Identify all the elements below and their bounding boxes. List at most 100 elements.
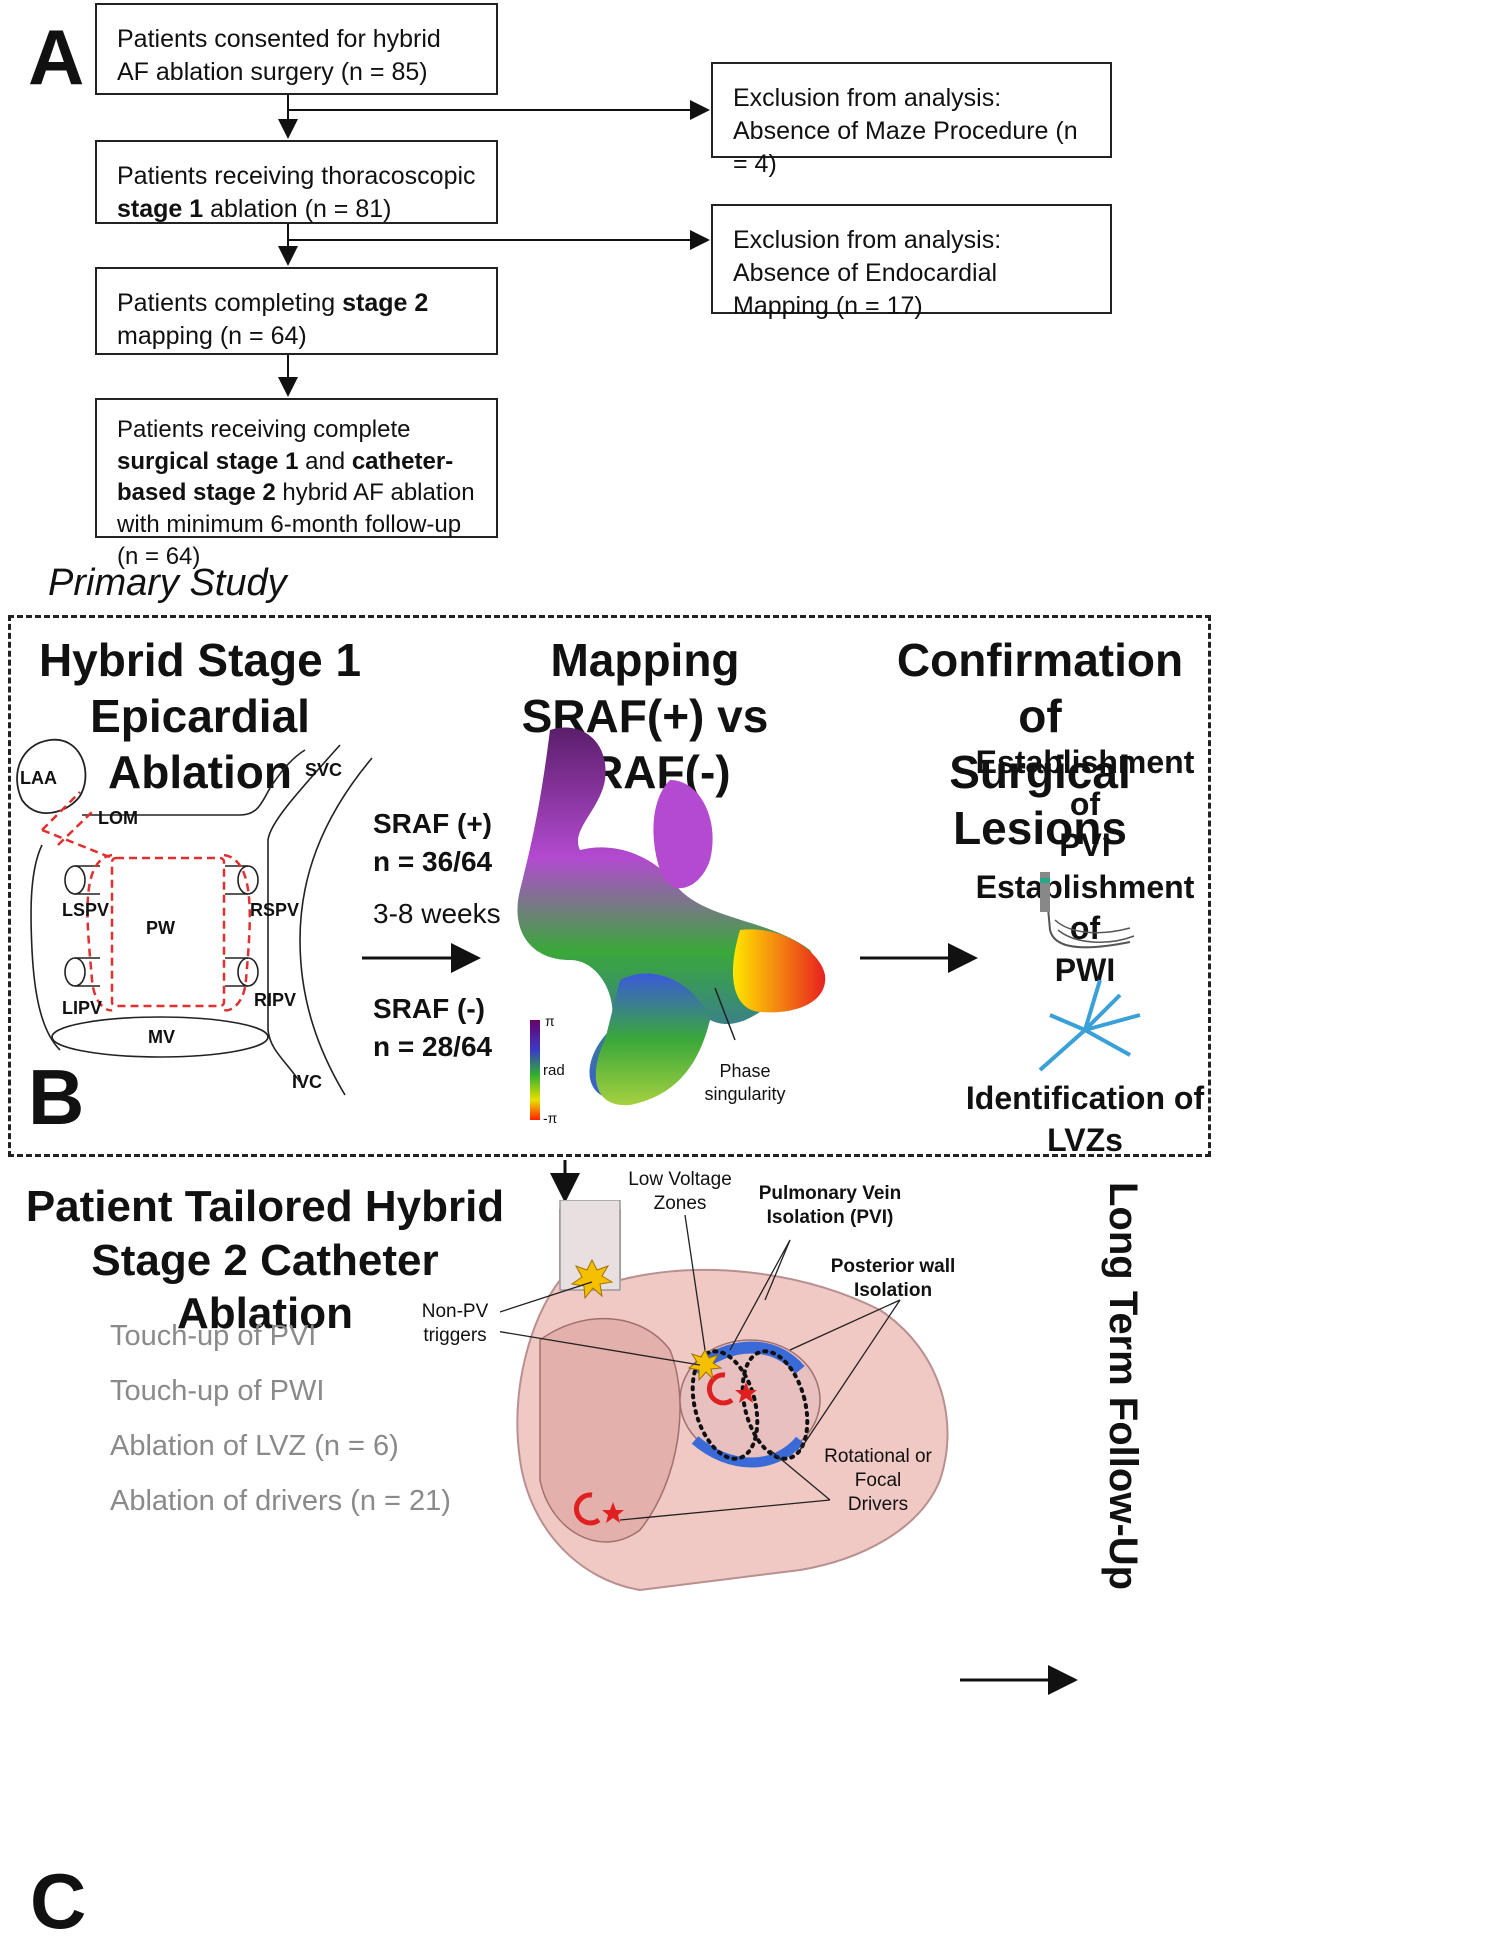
flow-box-stage1: Patients receiving thoracoscopic stage 1… xyxy=(95,140,498,224)
confirm-pvi-line1: Establishment of xyxy=(975,744,1195,822)
flow-box-3-text-3: catheter-based stage 2 xyxy=(117,447,454,507)
phase-singularity-label: Phase singularity xyxy=(690,1060,800,1105)
heading-stage1-line2: Epicardial Ablation xyxy=(90,690,310,799)
anatomy-rspv: RSPV xyxy=(250,900,300,920)
stage2-item-ablation-lvz: Ablation of LVZ (n = 6) xyxy=(110,1430,399,1462)
flow-box-3-text-2: and xyxy=(298,447,352,475)
exclusion-mapping-line1: Exclusion from analysis: xyxy=(733,226,1002,254)
identification-lvz-line2: LVZs xyxy=(1047,1121,1123,1158)
sraf-positive: SRAF (+) n = 36/64 xyxy=(373,805,492,881)
annotation-low-voltage-zones: Low Voltage Zones xyxy=(610,1168,750,1216)
anatomy-mv: MV xyxy=(148,1027,175,1047)
confirm-pwi-line2: PWI xyxy=(1054,951,1116,988)
atrium-outline xyxy=(30,844,61,1051)
exclusion-mapping-line2: Absence of Endocardial Mapping (n = 17) xyxy=(733,259,998,320)
primary-study-label: Primary Study xyxy=(48,562,287,604)
heading-confirmation-line1: Confirmation of xyxy=(896,634,1184,743)
panel-c-letter: C xyxy=(30,1857,87,1945)
annotation-non-pv-triggers: Non-PV triggers xyxy=(405,1300,505,1348)
heading-stage2-line2: Stage 2 Catheter Ablation xyxy=(91,1235,439,1339)
flow-box-complete-hybrid: Patients receiving complete surgical sta… xyxy=(95,398,498,570)
anatomy-ivc: IVC xyxy=(292,1072,323,1092)
anatomy-lom: LOM xyxy=(98,808,138,828)
heading-stage1: Hybrid Stage 1 Epicardial Ablation xyxy=(10,632,390,800)
flow-box-stage2-mapping: Patients completing stage 2 mapping (n =… xyxy=(95,267,498,355)
annotation-pvi: Pulmonary Vein Isolation (PVI) xyxy=(740,1182,920,1230)
identification-lvz-line1: Identification of xyxy=(965,1080,1205,1116)
flow-box-consented: Patients consented for hybrid AF ablatio… xyxy=(95,3,498,95)
rotational-driver-icon xyxy=(573,1372,734,1526)
heading-stage2-line1: Patient Tailored Hybrid xyxy=(25,1182,505,1231)
colorbar-mid-label: rad xyxy=(543,1062,565,1079)
anatomy-pw: PW xyxy=(146,918,175,938)
anatomy-svc: SVC xyxy=(305,760,343,780)
exclusion-maze-line1: Exclusion from analysis: xyxy=(733,84,1002,112)
phase-singularity-line2: singularity xyxy=(704,1083,786,1104)
annotation-pvi-line1: Pulmonary Vein xyxy=(758,1183,902,1204)
annotation-lvz-line1: Low Voltage xyxy=(628,1169,732,1190)
panel-b-arrows xyxy=(362,943,978,973)
flow-box-0-text-0: Patients consented for hybrid AF ablatio… xyxy=(117,25,441,86)
interval-label: 3-8 weeks xyxy=(373,898,501,929)
sraf-positive-count: n = 36/64 xyxy=(373,845,493,877)
heading-confirmation-line2: Surgical Lesions xyxy=(949,746,1131,855)
flow-box-3-text-4: hybrid AF ablation with minimum 6-month … xyxy=(117,479,475,570)
panel-a-connectors xyxy=(278,95,710,397)
identification-lvz: Identification of LVZs xyxy=(960,1078,1210,1161)
annotation-rot-line3: Drivers xyxy=(847,1493,909,1515)
phase-map-image xyxy=(517,727,826,1120)
pw-box-lesion xyxy=(110,856,226,1008)
catheter-icon xyxy=(1040,872,1135,949)
annotation-nonpv-line1: Non-PV xyxy=(421,1301,489,1322)
annotation-rotational-drivers: Rotational or Focal Drivers xyxy=(808,1445,948,1516)
exclusion-box-maze: Exclusion from analysis: Absence of Maze… xyxy=(711,62,1112,178)
sraf-negative-label: SRAF (-) xyxy=(373,993,485,1024)
panel-b-letter: B xyxy=(28,1053,85,1141)
sraf-negative-count: n = 28/64 xyxy=(373,1030,493,1062)
laa-shape xyxy=(16,738,87,814)
flow-box-2-text-1: stage 2 xyxy=(342,289,429,317)
annotation-pvi-line2: Isolation (PVI) xyxy=(766,1206,894,1228)
annotation-nonpv-line2: triggers xyxy=(423,1324,487,1346)
annotation-pw-line1: Posterior wall xyxy=(830,1256,956,1277)
flow-box-1-text-0: Patients receiving thoracoscopic xyxy=(117,162,476,190)
anatomy-ripv: RIPV xyxy=(254,990,297,1010)
lom-lesion-2 xyxy=(57,809,95,846)
annotation-rot-line1: Rotational or xyxy=(824,1446,932,1467)
flow-box-2-text-0: Patients completing xyxy=(117,289,343,317)
anatomy-lspv: LSPV xyxy=(62,900,110,920)
flow-box-3-text-0: Patients receiving complete xyxy=(117,416,411,443)
heart-illustration xyxy=(500,1200,949,1592)
flow-box-1-text-2: ablation (n = 81) xyxy=(203,195,392,223)
anatomy-laa: LAA xyxy=(20,768,57,788)
heading-stage1-line1: Hybrid Stage 1 xyxy=(38,634,362,686)
stage2-item-ablation-drivers: Ablation of drivers (n = 21) xyxy=(110,1485,451,1517)
sraf-negative: SRAF (-) n = 28/64 xyxy=(373,990,492,1066)
confirm-pwi-line1: Establishment of xyxy=(975,868,1195,947)
stage2-item-touchup-pwi: Touch-up of PWI xyxy=(110,1375,325,1407)
multipolar-catheter-icon xyxy=(1038,979,1141,1072)
flow-box-3-text-1: surgical stage 1 xyxy=(117,447,299,475)
annotation-rot-line2: Focal xyxy=(854,1469,902,1491)
colorbar-top-label: π xyxy=(545,1013,555,1029)
heading-confirmation: Confirmation of Surgical Lesions xyxy=(870,632,1210,856)
phase-singularity-line1: Phase xyxy=(719,1061,771,1081)
mv-shape xyxy=(51,1016,269,1058)
stage2-item-touchup-pvi: Touch-up of PVI xyxy=(110,1320,317,1352)
sraf-positive-label: SRAF (+) xyxy=(373,808,492,839)
atrial-schematic xyxy=(16,738,373,1096)
lom-lesion-1 xyxy=(41,791,81,831)
annotation-posterior-wall: Posterior wall Isolation xyxy=(808,1255,978,1303)
confirmation-list: Establishment of PVI Establishment of PW… xyxy=(960,742,1210,992)
anatomy-lipv: LIPV xyxy=(62,998,103,1018)
flow-box-2-text-2: mapping (n = 64) xyxy=(117,322,307,350)
long-term-follow-up-label: Long Term Follow-Up xyxy=(1101,1182,1145,1591)
annotation-pw-line2: Isolation xyxy=(853,1279,933,1301)
heading-mapping-line1: Mapping xyxy=(550,634,740,686)
exclusion-maze-line2: Absence of Maze Procedure (n = 4) xyxy=(733,117,1078,178)
annotation-lvz-line2: Zones xyxy=(653,1192,707,1214)
confirm-pvi-line2: PVI xyxy=(1059,827,1111,864)
flow-box-1-text-1: stage 1 xyxy=(117,195,204,223)
primary-study-dashed-frame xyxy=(8,615,1211,1157)
